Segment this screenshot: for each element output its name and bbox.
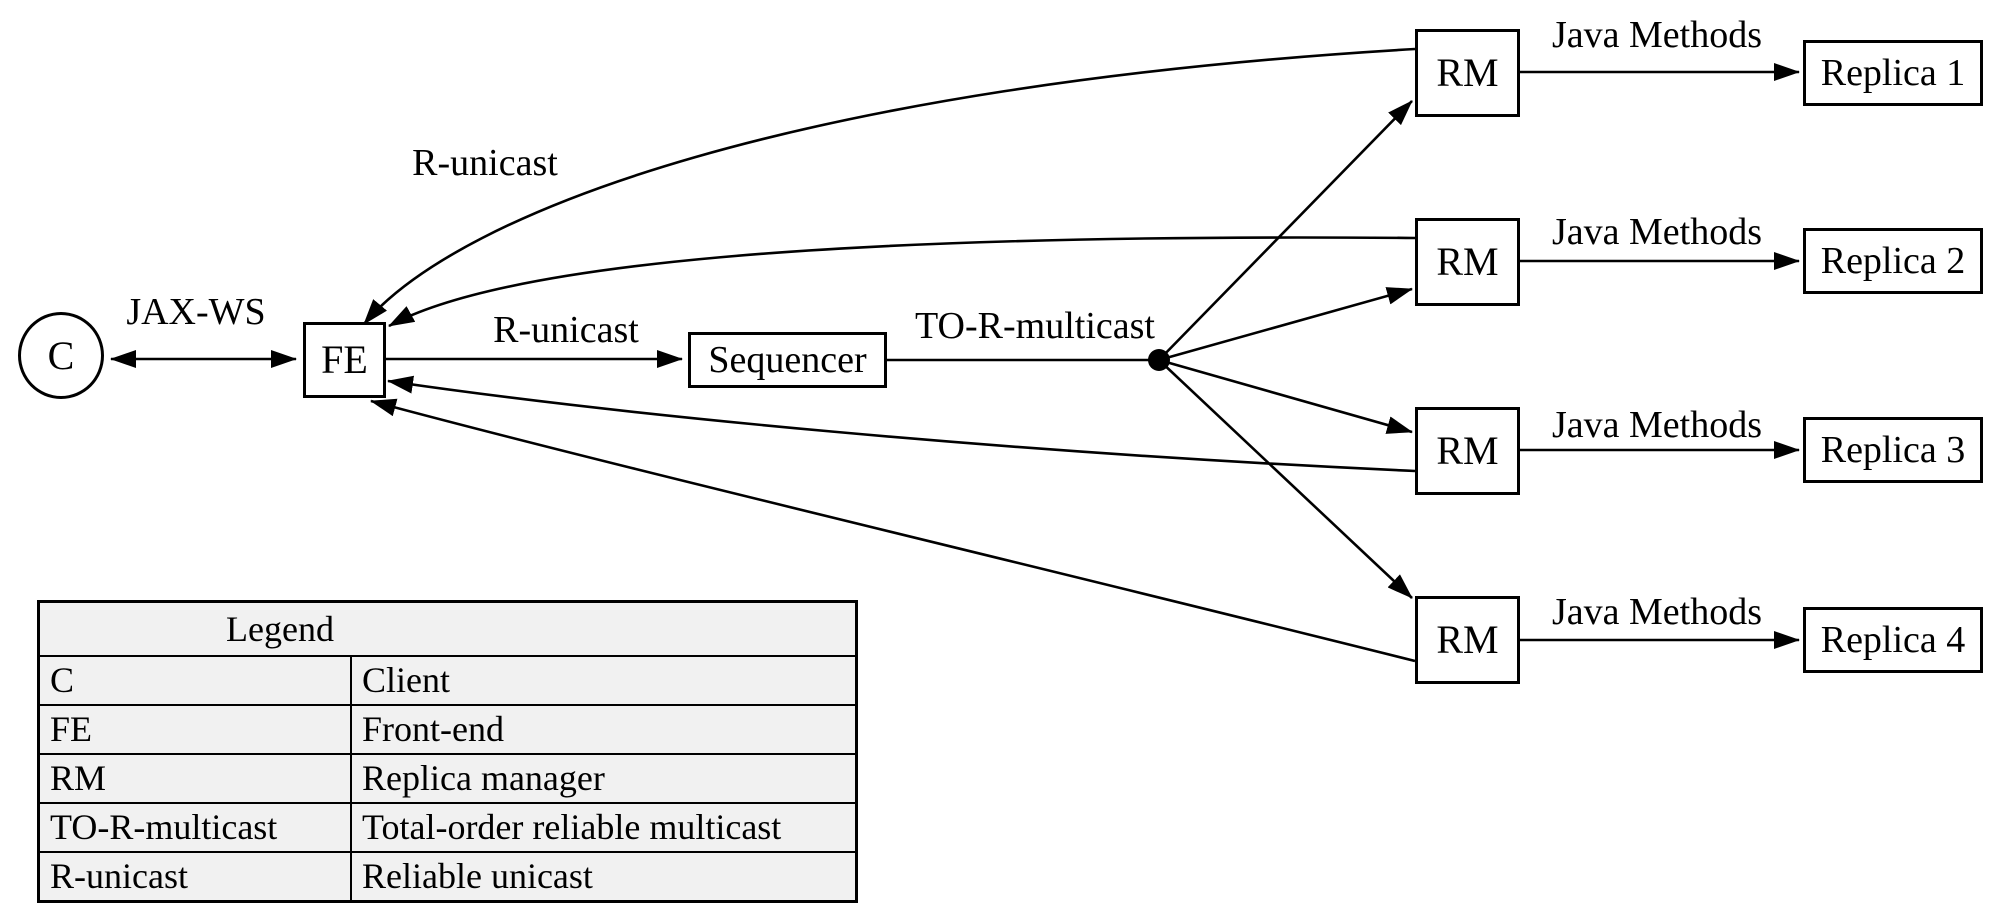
node-replica-1-label: Replica 1 — [1820, 52, 1966, 94]
edge-rm1-to-fe — [363, 47, 1416, 325]
multicast-point-dot — [1148, 349, 1170, 371]
node-replica-4-label: Replica 4 — [1820, 619, 1966, 661]
node-replica-4: Replica 4 — [1803, 607, 1983, 673]
legend-row-front-end: FE Front-end — [37, 704, 858, 755]
edge-multicast-to-rm1 — [1158, 100, 1413, 361]
node-replica-2-label: Replica 2 — [1820, 240, 1966, 282]
node-client: C — [18, 312, 104, 399]
legend-row-r-unicast: R-unicast Reliable unicast — [37, 851, 858, 903]
legend-definition: Client — [350, 655, 858, 706]
edge-multicast-to-rm4 — [1158, 359, 1413, 599]
legend-definition: Total-order reliable multicast — [350, 802, 858, 853]
node-replica-2: Replica 2 — [1803, 228, 1983, 294]
node-sequencer: Sequencer — [688, 332, 887, 388]
legend-title-cell: Legend — [37, 600, 858, 657]
node-rm-3-label: RM — [1436, 428, 1499, 473]
legend-definition: Reliable unicast — [350, 851, 858, 903]
legend-row-to-r-multicast: TO-R-multicast Total-order reliable mult… — [37, 802, 858, 853]
edge-rm4-to-fe — [370, 398, 1416, 663]
legend-header-row: Legend — [37, 600, 858, 657]
node-replica-3: Replica 3 — [1803, 417, 1983, 483]
edge-rm3-to-fe — [387, 375, 1416, 473]
edge-label-java-methods-1: Java Methods — [1551, 14, 1763, 56]
legend-row-replica-manager: RM Replica manager — [37, 753, 858, 804]
legend-term: C — [37, 655, 352, 706]
edge-label-java-methods-2: Java Methods — [1551, 211, 1763, 253]
edge-label-r-unicast-top: R-unicast — [412, 142, 558, 184]
node-front-end-label: FE — [321, 337, 368, 382]
node-rm-4-label: RM — [1436, 617, 1499, 662]
node-rm-2: RM — [1415, 218, 1520, 306]
edge-label-r-unicast-mid: R-unicast — [493, 309, 639, 351]
edge-label-java-methods-4: Java Methods — [1551, 591, 1763, 633]
node-rm-4: RM — [1415, 596, 1520, 684]
legend-term: RM — [37, 753, 352, 804]
edge-rm2-to-fe — [388, 236, 1416, 328]
node-rm-1-label: RM — [1436, 50, 1499, 95]
node-replica-3-label: Replica 3 — [1820, 429, 1966, 471]
node-sequencer-label: Sequencer — [708, 339, 867, 381]
node-rm-2-label: RM — [1436, 239, 1499, 284]
node-client-label: C — [47, 332, 75, 378]
legend-title: Legend — [226, 609, 334, 649]
node-rm-3: RM — [1415, 407, 1520, 495]
legend-term: FE — [37, 704, 352, 755]
legend-table: Legend C Client FE Front-end RM Replica … — [37, 600, 858, 903]
edge-multicast-to-rm2 — [1158, 287, 1413, 362]
node-front-end: FE — [303, 322, 386, 398]
edge-label-jax-ws: JAX-WS — [126, 291, 266, 333]
edge-multicast-to-rm3 — [1158, 358, 1413, 434]
node-rm-1: RM — [1415, 29, 1520, 117]
edge-label-to-r-multicast: TO-R-multicast — [915, 305, 1155, 347]
edge-label-java-methods-3: Java Methods — [1551, 404, 1763, 446]
node-replica-1: Replica 1 — [1803, 40, 1983, 106]
legend-term: TO-R-multicast — [37, 802, 352, 853]
legend-term: R-unicast — [37, 851, 352, 903]
legend-row-client: C Client — [37, 655, 858, 706]
legend-definition: Replica manager — [350, 753, 858, 804]
legend-definition: Front-end — [350, 704, 858, 755]
